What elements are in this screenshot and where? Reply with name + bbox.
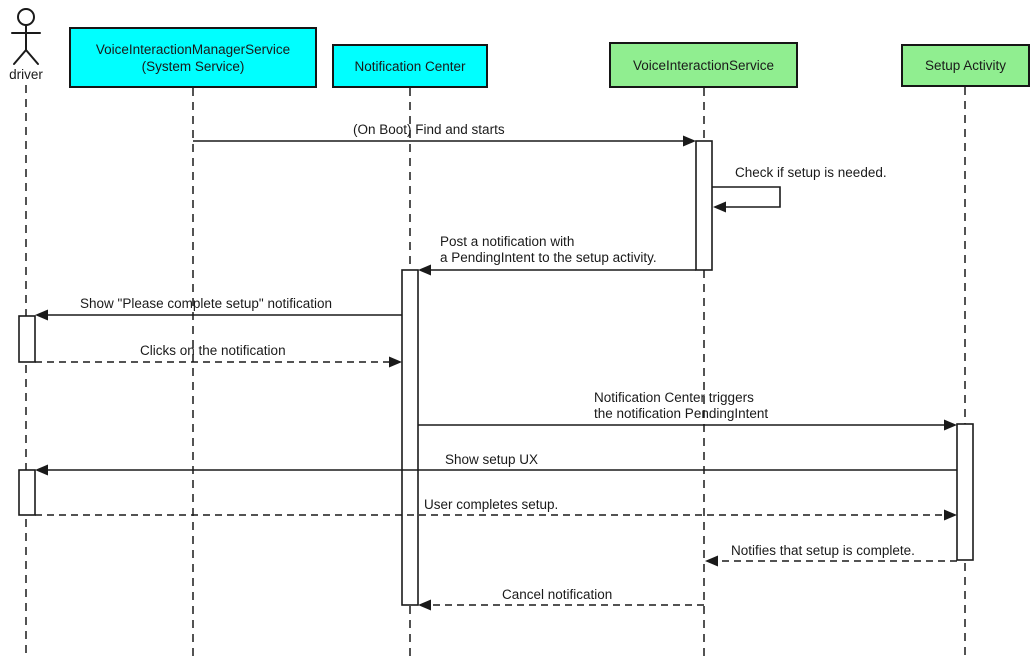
arrow-post-a-notification [418, 264, 696, 276]
message-label-show-please-complete-setup: Show "Please complete setup" notificatio… [80, 296, 332, 312]
actor-head [17, 8, 35, 26]
message-text-line: Notification Center triggers [594, 390, 754, 405]
participant-label-line: (System Service) [141, 58, 245, 74]
message-label-post-a-notification: Post a notification with a PendingIntent… [440, 234, 657, 266]
message-text-line: User completes setup. [424, 497, 559, 512]
message-text-line: Post a notification with [440, 234, 575, 249]
actor-left-leg [13, 49, 27, 65]
participant-label-line: VoiceInteractionManagerService [95, 41, 291, 57]
participant-voice-interaction-service: VoiceInteractionService [609, 42, 798, 88]
participant-label-line: Notification Center [354, 58, 466, 74]
participant-notification-center: Notification Center [332, 44, 488, 88]
message-label-cancel-notification: Cancel notification [502, 587, 612, 603]
message-text-line: Check if setup is needed. [735, 165, 887, 180]
message-label-clicks-on-the-notification: Clicks on the notification [140, 343, 286, 359]
actor-label: driver [9, 67, 43, 82]
driver-activation-1 [18, 315, 36, 363]
message-label-check-if-setup-is-needed: Check if setup is needed. [735, 165, 887, 181]
message-text-line: a PendingIntent to the setup activity. [440, 250, 657, 265]
message-text-line: Notifies that setup is complete. [731, 543, 915, 558]
notification-center-activation [401, 269, 419, 606]
arrow-show-setup-ux [35, 464, 957, 476]
message-text-line: Show setup UX [445, 452, 539, 467]
message-text-line: Clicks on the notification [140, 343, 286, 358]
participant-setup-activity: Setup Activity [901, 44, 1030, 87]
arrow-user-completes-setup [35, 509, 957, 521]
arrow-cancel-notification [418, 599, 704, 611]
message-label-notification-center-triggers: Notification Center triggers the notific… [594, 390, 768, 422]
message-label-notifies-setup-complete: Notifies that setup is complete. [731, 543, 915, 559]
arrow-on-boot-find-and-starts [193, 135, 696, 147]
message-label-on-boot-find-and-starts: (On Boot) Find and starts [353, 122, 505, 138]
participant-label-line: Setup Activity [924, 58, 1007, 73]
message-label-show-setup-ux: Show setup UX [445, 452, 538, 468]
actor-right-leg [25, 49, 39, 65]
participant-label-line: VoiceInteractionService [632, 57, 775, 73]
message-label-user-completes-setup: User completes setup. [424, 497, 558, 513]
message-arrows [35, 135, 957, 611]
actor-icon [11, 8, 41, 65]
arrow-notification-center-triggers-pendingintent [418, 419, 957, 431]
arrow-check-if-setup-is-needed [712, 186, 781, 213]
arrow-show-please-complete-setup-notification [35, 309, 402, 321]
message-text-line: the notification PendingIntent [594, 406, 769, 421]
setup-activity-activation [956, 423, 974, 561]
arrow-clicks-on-the-notification [35, 356, 402, 368]
voice-interaction-service-activation [695, 140, 713, 271]
message-text-line: (On Boot) Find and starts [353, 122, 505, 137]
activation-bars [18, 140, 974, 606]
message-text-line: Cancel notification [502, 587, 613, 602]
arrow-notifies-setup-complete [705, 555, 957, 567]
participant-voice-interaction-manager-service: VoiceInteractionManagerService (System S… [69, 27, 317, 88]
driver-activation-2 [18, 469, 36, 516]
message-text-line: Show "Please complete setup" notificatio… [80, 296, 332, 311]
